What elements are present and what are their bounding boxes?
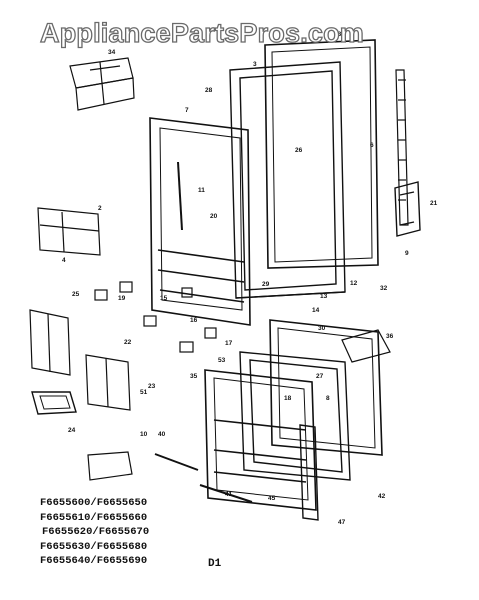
callout-30: 30 bbox=[318, 325, 326, 332]
callout-26: 26 bbox=[295, 147, 303, 154]
door-liner bbox=[149, 117, 251, 326]
callout-15: 15 bbox=[160, 295, 168, 302]
callout-27: 27 bbox=[316, 373, 324, 380]
callout-6: 6 bbox=[370, 142, 374, 149]
model-number-3: F6655620/F6655670 bbox=[42, 526, 150, 538]
callout-8: 8 bbox=[326, 395, 330, 402]
door-handle bbox=[394, 181, 421, 237]
callout-35: 35 bbox=[190, 373, 198, 380]
ice-tray bbox=[87, 451, 133, 481]
butter-tray bbox=[31, 391, 77, 415]
callout-2: 2 bbox=[98, 205, 102, 212]
model-number-5: F6655640/F6655690 bbox=[40, 555, 148, 567]
callout-53: 53 bbox=[218, 357, 226, 364]
crisper-bin bbox=[37, 207, 101, 256]
model-number-2: F6655610/F6655660 bbox=[40, 511, 148, 524]
callout-22: 22 bbox=[124, 339, 132, 346]
callout-25: 25 bbox=[72, 291, 80, 298]
hinge-cams bbox=[94, 281, 217, 353]
callout-36: 36 bbox=[386, 333, 394, 340]
model-number-4: F6655630/F6655680 bbox=[40, 540, 148, 553]
callout-19: 19 bbox=[118, 295, 126, 302]
callout-21: 21 bbox=[430, 200, 438, 207]
callout-9: 9 bbox=[405, 250, 409, 257]
fresh-food-door-panel bbox=[264, 39, 379, 269]
door-shelf-part bbox=[69, 57, 135, 111]
door-gasket bbox=[229, 61, 346, 299]
freezer-liner bbox=[204, 369, 317, 511]
callout-28: 28 bbox=[205, 87, 213, 94]
door-bin-2 bbox=[85, 354, 131, 411]
watermark-logo: AppliancePartsPros.com bbox=[39, 17, 365, 48]
callout-3: 3 bbox=[253, 61, 257, 68]
callout-23: 23 bbox=[148, 383, 156, 390]
callout-12: 12 bbox=[350, 280, 358, 287]
callout-51: 51 bbox=[140, 389, 148, 396]
callout-42: 42 bbox=[378, 493, 386, 500]
freezer-door-panel bbox=[269, 319, 383, 456]
callout-18: 18 bbox=[284, 395, 292, 402]
callout-4: 4 bbox=[62, 257, 66, 264]
callout-45: 45 bbox=[268, 495, 276, 502]
model-list: F6655600/F6655650 F6655610/F6655660 F665… bbox=[40, 496, 240, 569]
callout-20: 20 bbox=[210, 213, 218, 220]
freezer-bracket bbox=[341, 329, 391, 363]
door-bin-1 bbox=[29, 309, 71, 376]
callout-34: 34 bbox=[108, 49, 116, 56]
callout-17: 17 bbox=[225, 340, 233, 347]
callout-47: 47 bbox=[338, 519, 346, 526]
sheet-id: D1 bbox=[208, 558, 222, 570]
callout-16: 16 bbox=[190, 317, 198, 324]
callout-7: 7 bbox=[185, 107, 189, 114]
freezer-gasket bbox=[239, 351, 351, 481]
callout-13: 13 bbox=[320, 293, 328, 300]
callout-10: 10 bbox=[140, 431, 148, 438]
freezer-door-strip bbox=[299, 424, 319, 521]
callout-32: 32 bbox=[380, 285, 388, 292]
callout-40: 40 bbox=[158, 431, 166, 438]
handle-trim bbox=[395, 69, 409, 226]
freezer-shelf-rail bbox=[154, 453, 253, 503]
callout-14: 14 bbox=[312, 307, 320, 314]
callout-41: 41 bbox=[225, 491, 233, 498]
model-number-1: F6655600/F6655650 bbox=[40, 497, 148, 509]
callout-24: 24 bbox=[68, 427, 76, 434]
callout-11: 11 bbox=[198, 187, 205, 194]
callout-29: 29 bbox=[262, 281, 270, 288]
callout-33: 33 bbox=[334, 31, 342, 38]
